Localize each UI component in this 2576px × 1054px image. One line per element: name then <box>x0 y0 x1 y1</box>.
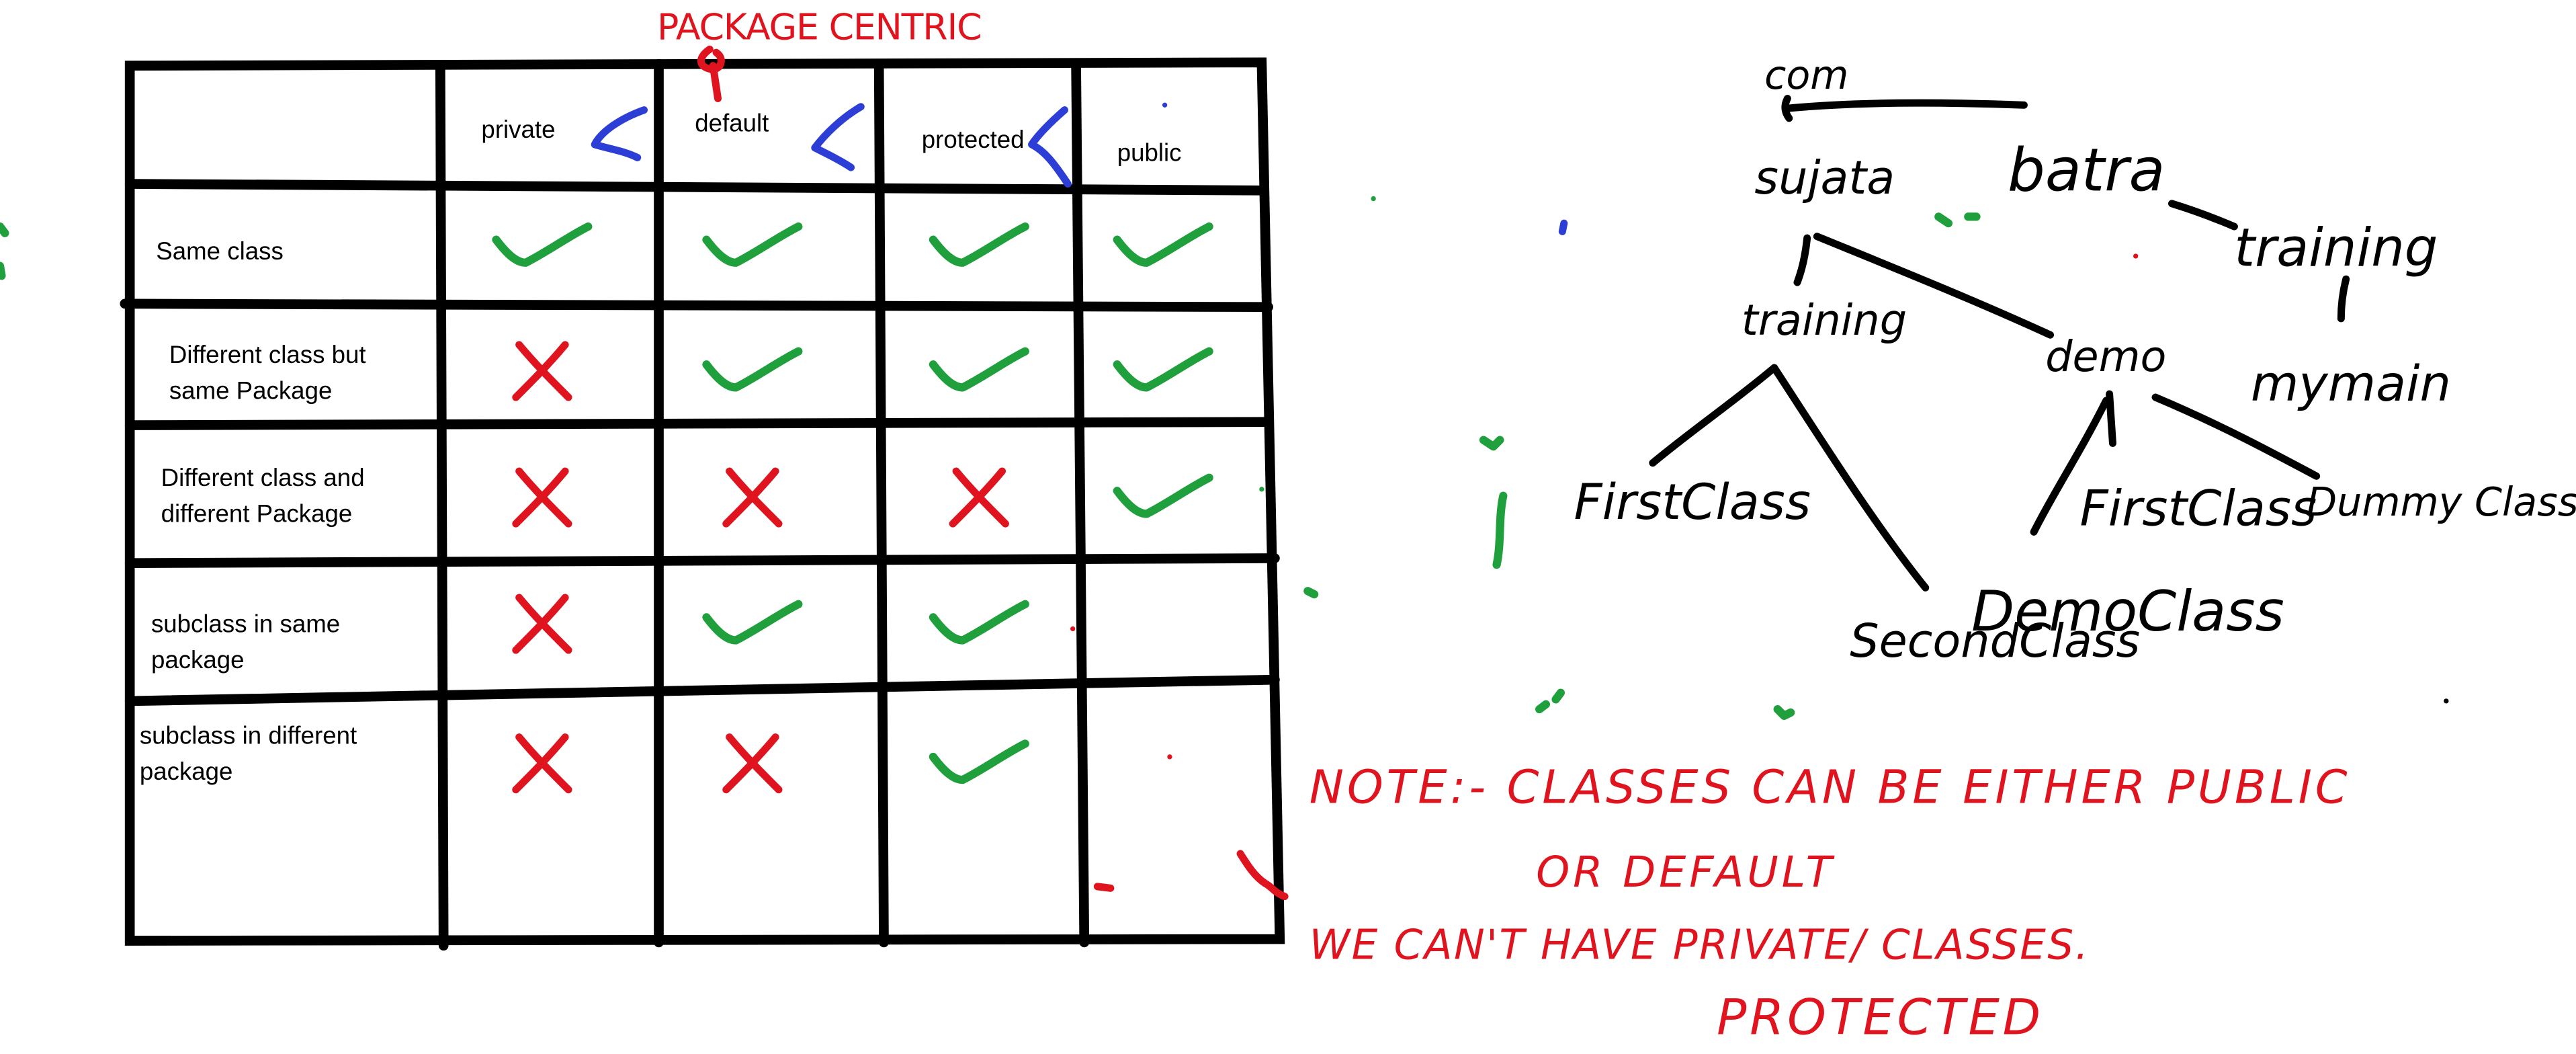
check-mark-icon <box>492 222 593 267</box>
row-label-subclass-same-package: subclass in same <box>151 610 340 637</box>
access-marks <box>492 222 1213 794</box>
column-header-protected: protected <box>922 126 1025 153</box>
ink-speck <box>1167 754 1172 760</box>
cross-mark-icon <box>949 467 1009 528</box>
tree-connector <box>1793 234 1811 286</box>
tree-connector <box>2337 275 2350 323</box>
row-label-subclass-same-package: package <box>151 646 245 674</box>
row-label-subclass-different-package: package <box>140 758 233 785</box>
note-arrow <box>1236 850 1289 901</box>
ink-speck <box>1934 212 1981 228</box>
tree-connector <box>2167 200 2238 231</box>
column-divider <box>1071 58 1090 948</box>
access-modifier-table: private default protected public Same cl… <box>120 57 1285 951</box>
tree-connector <box>2151 393 2321 480</box>
table-border <box>124 57 1285 946</box>
package-centric-arrow <box>697 45 725 103</box>
row-divider <box>124 553 1280 569</box>
ink-dot <box>1162 102 1168 108</box>
tree-connector <box>1649 364 1778 467</box>
row-divider <box>124 417 1271 430</box>
cross-mark-icon <box>722 733 783 794</box>
ink-speck <box>1070 626 1076 632</box>
cross-mark-icon <box>512 594 572 654</box>
ink-speck <box>0 222 9 280</box>
row-label-subclass-different-package: subclass in different <box>140 721 357 749</box>
column-header-private: private <box>481 116 555 143</box>
tree-node-sujata: sujata <box>1754 151 1895 205</box>
package-centric-annotation: PACKAGE CENTRIC <box>657 6 982 103</box>
check-mark-icon <box>702 600 803 645</box>
ink-speck <box>1371 196 1376 202</box>
row-label-same-class: Same class <box>156 237 283 265</box>
stray-ink-marks <box>0 196 2449 892</box>
row-divider <box>124 179 1267 196</box>
bracket-icon <box>591 106 648 161</box>
ink-speck <box>1479 436 1504 451</box>
row-label-different-class-same-package: Different class but <box>169 341 366 368</box>
tree-node-batra-training: training <box>2234 218 2438 279</box>
cross-mark-icon <box>512 341 572 401</box>
row-divider <box>124 674 1280 706</box>
tree-node-demo: demo <box>2045 331 2166 381</box>
check-mark-icon <box>1113 222 1213 267</box>
bracket-icon <box>811 103 865 171</box>
note-line-1: NOTE:- CLASSES CAN BE EITHER PUBLIC <box>1310 760 2351 814</box>
ink-speck <box>1535 688 1565 714</box>
row-divider <box>120 298 1273 313</box>
tree-connector <box>1781 95 2028 122</box>
tree-node-demo-class: DemoClass <box>1971 579 2284 644</box>
column-header-default: default <box>695 109 769 136</box>
check-mark-icon <box>929 739 1029 784</box>
tree-node-batra: batra <box>2008 135 2165 204</box>
note-line-2: OR DEFAULT <box>1536 847 1835 897</box>
ink-speck <box>1303 587 1319 599</box>
check-mark-icon <box>929 347 1029 392</box>
tree-node-second-class: SecondClass <box>1850 614 2140 668</box>
tree-connector <box>1770 364 1930 592</box>
row-label-different-class-different-package: Different class and <box>161 464 365 491</box>
ink-speck <box>1492 491 1508 569</box>
tree-node-first-class: FirstClass <box>1574 474 1811 531</box>
row-label-different-class-different-package: different Package <box>161 500 353 528</box>
ink-speck <box>1259 487 1264 492</box>
classes-note: NOTE:- CLASSES CAN BE EITHER PUBLIC OR D… <box>1236 760 2351 1047</box>
ink-speck <box>2133 253 2139 259</box>
tree-node-demo-first-class: FirstClass <box>2080 481 2317 538</box>
package-hierarchy-diagram: com sujata batra training demo training … <box>1574 52 2576 668</box>
cross-mark-icon <box>512 467 572 528</box>
ink-speck <box>1773 704 1795 720</box>
note-line-4: PROTECTED <box>1717 989 2044 1047</box>
check-mark-icon <box>929 600 1029 645</box>
column-header-brackets <box>591 102 1168 188</box>
ink-speck <box>1558 219 1568 235</box>
row-label-different-class-same-package: same Package <box>169 377 333 405</box>
check-mark-icon <box>702 222 803 267</box>
column-divider <box>435 60 449 951</box>
bracket-icon <box>1028 106 1072 188</box>
check-mark-icon <box>1113 473 1213 518</box>
cross-mark-icon <box>512 733 572 794</box>
tree-node-com: com <box>1764 52 1848 98</box>
column-divider <box>873 58 889 948</box>
check-mark-icon <box>1113 347 1213 392</box>
check-mark-icon <box>929 222 1029 267</box>
ink-speck <box>2444 698 2449 704</box>
column-header-public: public <box>1117 138 1182 166</box>
check-mark-icon <box>702 347 803 392</box>
tree-node-mymain: mymain <box>2251 356 2451 413</box>
tree-connector <box>1813 233 2055 339</box>
tree-connector <box>2030 390 2116 536</box>
cross-mark-icon <box>722 467 783 528</box>
tree-node-training: training <box>1742 295 1907 345</box>
package-centric-label: PACKAGE CENTRIC <box>657 6 981 48</box>
note-line-3: WE CAN'T HAVE PRIVATE/ CLASSES. <box>1310 921 2090 969</box>
tree-node-dummy-class: Dummy Class <box>2307 479 2576 525</box>
ink-speck <box>1093 883 1115 892</box>
